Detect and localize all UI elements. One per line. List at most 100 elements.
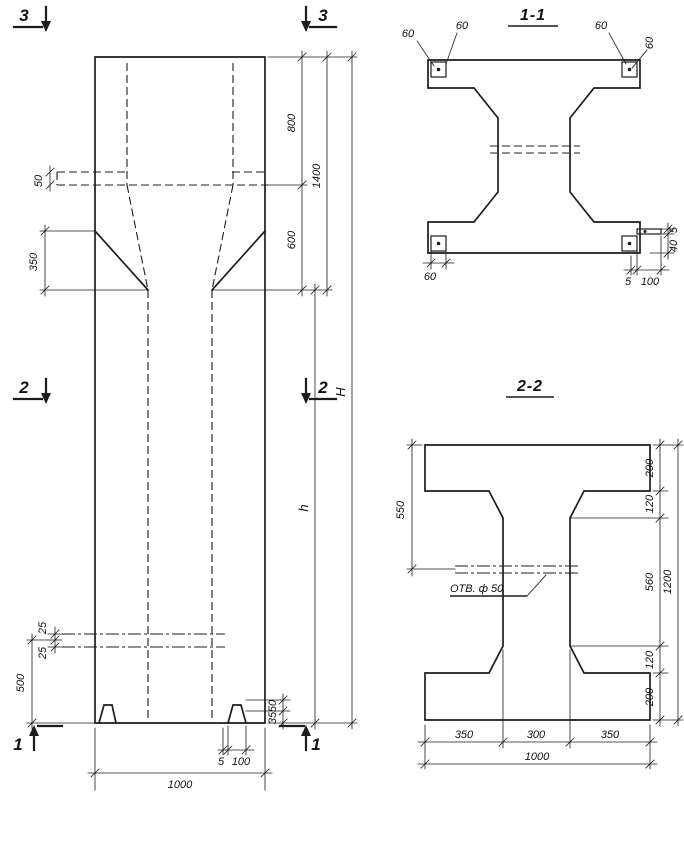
dim-label-foot-upper: 50 <box>267 699 279 712</box>
dim-lines <box>310 283 320 730</box>
section-arrow-down-icon <box>301 21 311 32</box>
leader-line <box>608 32 627 65</box>
section-arrow-up-icon <box>29 725 39 736</box>
dim-label-5: 5 <box>668 226 680 233</box>
dim-label-350: 350 <box>601 729 620 741</box>
hole-callout: ОТВ. ф 50 <box>450 574 547 597</box>
dim-lines <box>45 165 55 192</box>
section-2-2-view: 2-2 ОТВ. ф 50 200 120 560 120 200 1200 5… <box>395 378 684 770</box>
dim-label-600: 600 <box>286 230 298 249</box>
hole-label: ОТВ. ф 50 <box>450 583 504 595</box>
dim-label-120: 120 <box>644 650 656 669</box>
dim-label-100: 100 <box>641 276 660 288</box>
marker-flag <box>304 5 338 29</box>
dim-label-plate-offset: 5 <box>218 756 225 768</box>
hole-leader-line <box>526 574 547 597</box>
dim-label-560: 560 <box>644 572 656 591</box>
section-arrow-down-icon <box>41 393 51 404</box>
section-2-2-outline <box>424 444 651 721</box>
section-2-2-hole-lines <box>455 565 578 574</box>
dim-1400: 1400 <box>311 50 332 297</box>
section-marker-2-right: 2 <box>301 377 338 404</box>
dim-lines <box>217 725 255 756</box>
dim-label-60: 60 <box>644 36 656 49</box>
section-arrow-up-icon <box>301 725 311 736</box>
dim-foot-detail: 50 35 <box>245 693 291 730</box>
dim-label-taper: 350 <box>28 252 40 271</box>
dim-label-300: 300 <box>527 729 546 741</box>
anchor-dot <box>627 67 632 72</box>
dim-label-1400: 1400 <box>311 163 323 188</box>
marker-label: 1 <box>311 735 320 754</box>
dim-lines <box>417 649 658 770</box>
dim-800-600: 800 600 <box>286 50 307 297</box>
dim-label-h: h <box>296 504 311 511</box>
marker-label: 2 <box>18 378 29 397</box>
dim-plate-br-bottom: 5 100 <box>623 235 670 288</box>
dim-label-60: 60 <box>424 271 437 283</box>
dim-label-H: H <box>333 387 348 397</box>
marker-label: 1 <box>13 735 22 754</box>
column-outline <box>94 56 266 724</box>
dim-width-1000: 1000 <box>87 727 273 791</box>
embedded-plate-bottom-left <box>430 235 447 252</box>
right-extension-lines <box>211 56 358 724</box>
section-1-1-hole-lines <box>490 145 580 154</box>
anchor-dot <box>436 67 441 72</box>
section-marker-1-right: 1 <box>278 724 321 754</box>
dim-label-hole-upper: 25 <box>37 621 49 635</box>
dim-label-350: 350 <box>455 729 474 741</box>
anchor-dot <box>627 241 632 246</box>
dim-bottom: 350 300 350 1000 <box>417 649 658 770</box>
dim-lines <box>422 250 455 270</box>
embedded-plate-top-right <box>621 61 638 78</box>
column-foot-right <box>226 704 248 725</box>
dim-label-120: 120 <box>644 494 656 513</box>
dim-lines <box>39 224 149 297</box>
section-marker-3-left: 3 <box>12 5 51 32</box>
section-2-2-title: 2-2 <box>516 378 543 395</box>
dim-label-plate-length: 100 <box>232 756 251 768</box>
dim-lines <box>623 235 670 276</box>
elevation-view: 50 350 25 25 500 800 600 1400 h <box>12 5 358 791</box>
dim-H: H <box>333 50 357 730</box>
dim-lines <box>322 50 332 297</box>
section-marker-3-right: 3 <box>301 5 338 32</box>
dim-base-plate: 5 100 <box>217 725 255 768</box>
dim-label-60: 60 <box>456 20 469 32</box>
dim-lines <box>649 222 675 260</box>
dim-lines <box>245 693 291 730</box>
dim-label-hole-lower: 25 <box>37 646 49 660</box>
dim-lines <box>297 50 307 297</box>
dim-label-800: 800 <box>286 113 298 132</box>
leader-line <box>631 49 648 69</box>
dim-plate-tl: 60 60 <box>402 20 469 67</box>
ledge-hidden-lines <box>56 171 268 186</box>
dim-label-500: 500 <box>15 673 27 692</box>
dim-lines <box>347 50 357 730</box>
dim-label-5: 5 <box>625 276 632 288</box>
marker-flag <box>304 377 338 401</box>
marker-flag <box>12 377 48 401</box>
marker-label: 3 <box>318 6 328 25</box>
marker-label: 2 <box>317 378 328 397</box>
dim-lines <box>655 438 665 727</box>
section-arrow-down-icon <box>41 21 51 32</box>
marker-flag <box>12 5 48 29</box>
dim-lines <box>406 438 456 577</box>
dim-label-1200: 1200 <box>662 569 674 594</box>
dim-plate-br-right: 5 40 <box>649 222 680 260</box>
dim-label-60: 60 <box>595 20 608 32</box>
marker-flag <box>278 724 308 752</box>
dim-label-foot-lower: 35 <box>267 711 279 724</box>
section-1-1-title: 1-1 <box>520 7 546 24</box>
leader-line <box>445 32 458 65</box>
column-foot-left <box>97 704 118 725</box>
dim-plate-bl: 60 <box>422 250 455 283</box>
hole-centerlines <box>62 633 225 648</box>
section-marker-2-left: 2 <box>12 377 51 404</box>
embedded-plate-strip <box>636 228 662 235</box>
dim-left-550: 550 <box>395 438 456 577</box>
marker-label: 3 <box>19 6 29 25</box>
